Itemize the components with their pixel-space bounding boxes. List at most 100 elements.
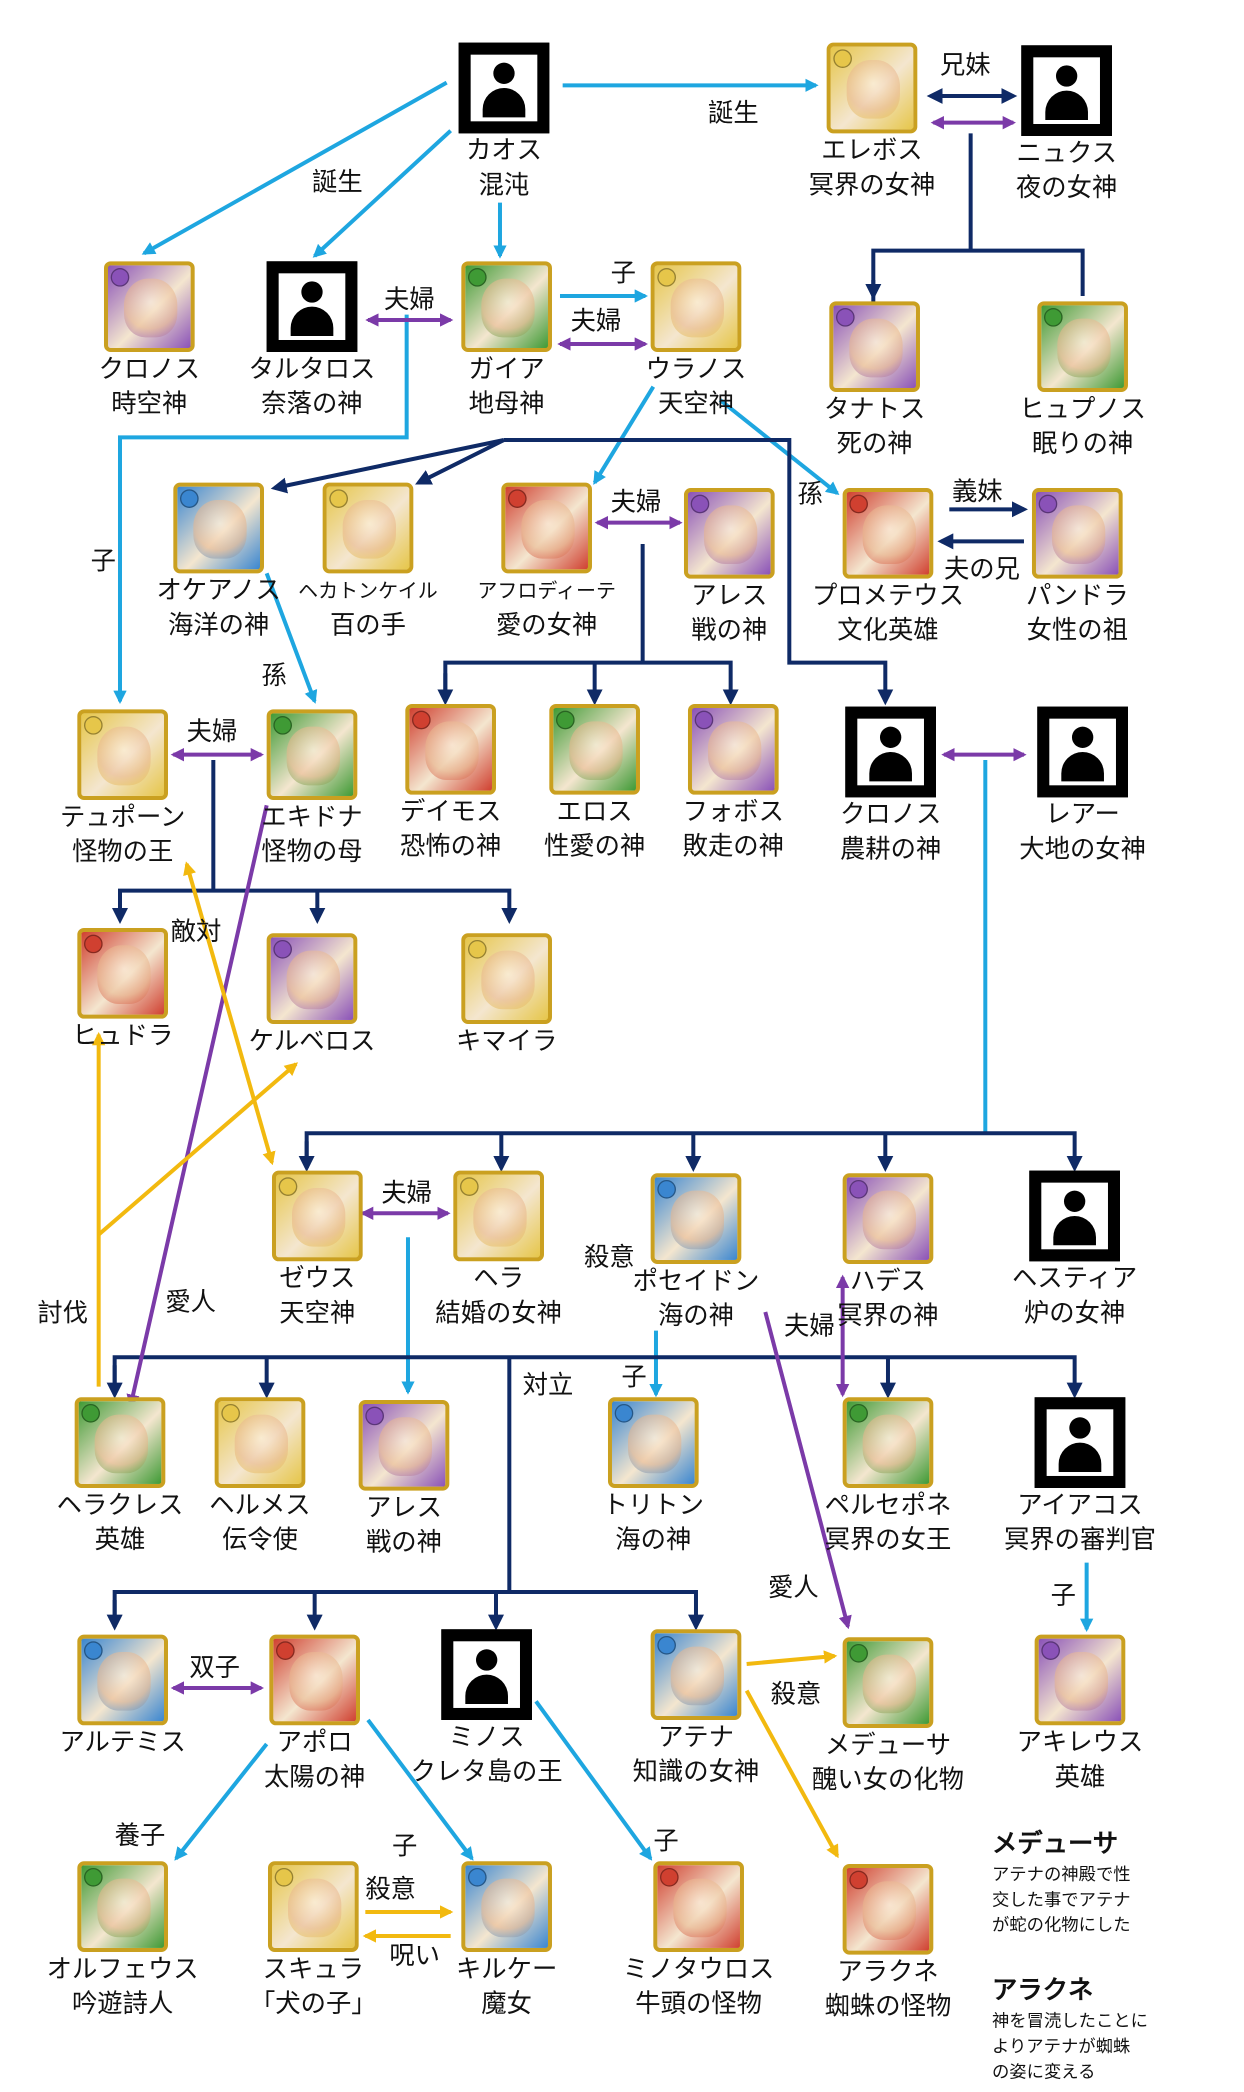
node-eros: エロス性愛の神 <box>488 703 701 864</box>
portrait-icon <box>653 1861 744 1952</box>
node-name: メデューサ <box>824 1730 952 1760</box>
portrait-icon <box>650 261 742 352</box>
node-name: アテナ <box>657 1722 734 1752</box>
node-name: エロス <box>556 797 633 827</box>
portrait-icon <box>358 1399 450 1491</box>
portrait-icon <box>1034 1634 1126 1726</box>
edge-label-lover: 愛人 <box>767 1573 819 1603</box>
node-title: 奈落の神 <box>261 389 363 419</box>
node-rhea: レアー大地の女神 <box>976 706 1189 867</box>
edge-zeus-children <box>112 1355 1083 1399</box>
edge-label-child: 子 <box>1050 1581 1076 1611</box>
node-poseidon: ポセイドン海の神 <box>589 1173 802 1333</box>
node-name: オケアノス <box>156 575 281 606</box>
edge-label-murderous: 殺意 <box>770 1679 822 1710</box>
note-arachne: アラクネ 神を冒涜したことに よりアテナが蜘蛛 の姿に変える <box>992 1971 1148 2086</box>
node-name: エレボス <box>821 135 923 166</box>
portrait-icon <box>842 1863 934 1955</box>
node-title: 眠りの神 <box>1031 429 1134 459</box>
node-name: ヒュプノス <box>1019 394 1146 424</box>
node-athena: アテナ知識の女神 <box>589 1629 802 1789</box>
edge-label-sister-in-law: 義妹 <box>951 477 1003 507</box>
node-name: クロノス <box>98 354 200 384</box>
node-gaia: ガイア地母神 <box>400 261 613 421</box>
note-title: メデューサ <box>991 1829 1119 1859</box>
node-hekaton: ヘカトンケイル百の手 <box>261 482 474 643</box>
portrait-icon <box>461 1861 552 1952</box>
edge-uranos-okeanos <box>270 438 505 494</box>
node-name: ミノス <box>448 1722 525 1752</box>
edge-label-grandchild: 孫 <box>261 661 287 691</box>
edge-chronos-children <box>304 1131 1083 1172</box>
node-title: クレタ島の王 <box>410 1757 563 1787</box>
node-name: ガイア <box>468 354 545 384</box>
portrait-icon <box>77 1861 168 1952</box>
node-orpheus: オルフェウス吟遊詩人 <box>16 1861 229 2021</box>
silhouette-icon <box>1021 45 1112 136</box>
node-title: 大地の女神 <box>1019 834 1146 864</box>
node-title: 性愛の神 <box>543 831 646 862</box>
node-title: 炉の女神 <box>1023 1298 1126 1328</box>
node-uranos: ウラノス天空神 <box>589 261 802 421</box>
node-title: 海の神 <box>657 1301 734 1331</box>
silhouette-icon <box>441 1629 532 1720</box>
node-name: アキレウス <box>1016 1727 1144 1758</box>
edge-uranos-chronos2 <box>503 437 894 706</box>
portrait-icon <box>826 42 918 134</box>
node-title: 冥界の女神 <box>808 170 936 200</box>
edge-label-couple: 夫婦 <box>186 717 238 747</box>
node-nyx: ニュクス夜の女神 <box>960 45 1173 205</box>
node-name: テュポーン <box>59 802 186 832</box>
portrait-icon <box>549 703 640 795</box>
node-name: アフロディーテ <box>477 578 616 603</box>
silhouette-icon <box>845 706 936 798</box>
portrait-icon <box>77 927 168 1019</box>
node-typhon: テュポーン怪物の王 <box>16 709 229 869</box>
portrait-icon <box>266 933 358 1024</box>
node-cerberus: ケルベロス <box>205 933 418 1058</box>
portrait-icon <box>829 301 920 392</box>
note-line: 神を冒涜したことに <box>991 2011 1148 2032</box>
node-name: スキュラ <box>262 1954 364 1984</box>
node-name: ミノタウロス <box>622 1954 775 1984</box>
edge-athena-medusa <box>746 1650 838 1666</box>
edge-chaos-tartaros <box>312 129 453 258</box>
node-title: 伝令使 <box>221 1525 298 1555</box>
edge-label-couple: 夫婦 <box>383 285 435 315</box>
edge-label-couple: 夫婦 <box>610 487 662 518</box>
node-name: パンドラ <box>1025 581 1129 611</box>
edge-label-rival: 敵対 <box>170 917 222 947</box>
node-name: ヘラ <box>473 1263 524 1294</box>
edge-label-lover: 愛人 <box>165 1287 217 1318</box>
edge-typhon-zeus <box>183 861 276 1166</box>
node-name: アポロ <box>276 1727 353 1758</box>
node-chronos1: クロノス時空神 <box>43 261 256 421</box>
node-chronos2: クロノス農耕の神 <box>784 706 997 867</box>
portrait-icon <box>74 1397 166 1488</box>
edge-label-adopted: 養子 <box>114 1821 166 1851</box>
silhouette-icon <box>458 42 550 134</box>
node-thanatos: タナトス死の神 <box>768 301 981 461</box>
portrait-icon <box>607 1397 699 1488</box>
edge-label-child: 子 <box>621 1362 647 1392</box>
edge-gaia-typhon <box>113 314 409 704</box>
portrait-icon <box>461 261 552 352</box>
portrait-icon <box>687 703 779 795</box>
node-name: デイモス <box>399 797 502 827</box>
portrait-icon <box>267 1861 359 1952</box>
portrait-icon <box>650 1629 742 1720</box>
node-minotauros: ミノタウロス牛頭の怪物 <box>592 1861 805 2021</box>
node-name: ヘラクレス <box>56 1490 184 1520</box>
node-circe: キルケー魔女 <box>400 1861 613 2021</box>
node-title: 吟遊詩人 <box>71 1989 174 2019</box>
node-title: 知識の女神 <box>632 1757 760 1787</box>
edge-label-curse: 呪い <box>389 1941 441 1971</box>
edge-zeus-children-2 <box>112 1589 704 1631</box>
node-name: タナトス <box>823 394 926 424</box>
node-deimos: デイモス恐怖の神 <box>344 703 557 864</box>
portrait-icon <box>650 1173 742 1264</box>
node-name: アルテミス <box>59 1727 186 1758</box>
portrait-icon <box>405 703 496 795</box>
edge-herakles-cerberus <box>97 1062 299 1237</box>
portrait-icon <box>501 482 592 574</box>
